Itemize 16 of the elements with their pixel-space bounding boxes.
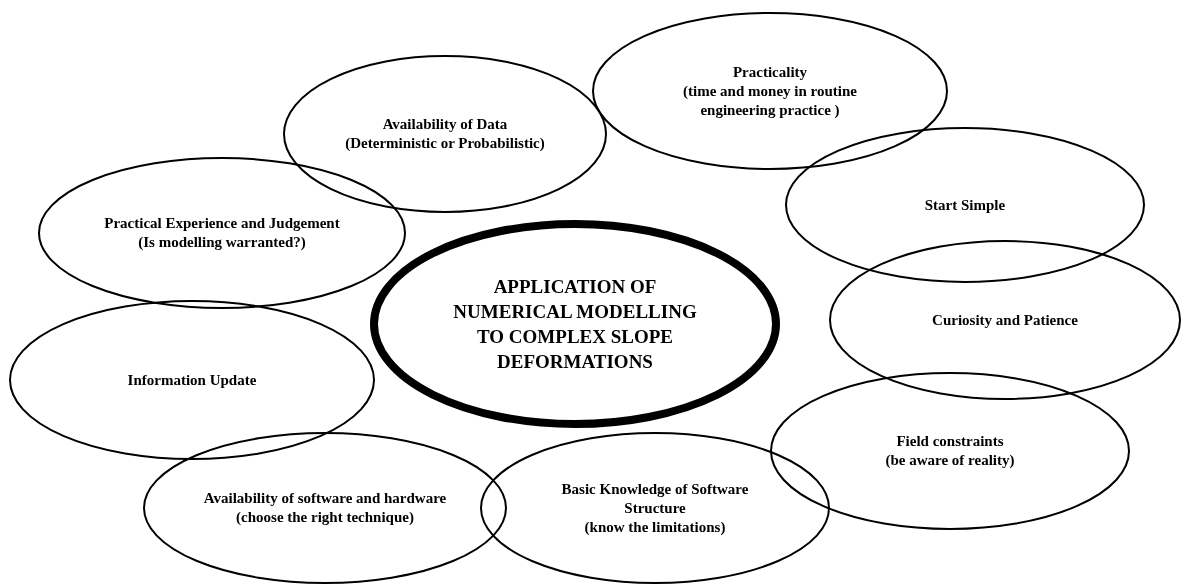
factor-heading: Availability of Data bbox=[382, 115, 508, 134]
factor-note: (Deterministic or Probabilistic) bbox=[345, 134, 545, 153]
factor-note: (time and money in routine engineering practice ) bbox=[682, 81, 858, 120]
factor-note: (choose the right technique) bbox=[236, 508, 414, 527]
factor-note: (know the limitations) bbox=[584, 517, 726, 537]
factor-note: (be aware of reality) bbox=[885, 451, 1015, 470]
factor-heading: Practical Experience and Judgement bbox=[104, 214, 340, 233]
factor-heading: Basic Knowledge of Software Structure bbox=[560, 479, 750, 518]
factor-heading: Practicality bbox=[732, 62, 808, 82]
factor-heading: Start Simple bbox=[924, 195, 1006, 215]
factor-heading: Curiosity and Patience bbox=[932, 310, 1078, 330]
central-title: APPLICATION OF NUMERICAL MODELLING TO COMPLEX SLOPE DEFORMATIONS bbox=[452, 275, 698, 374]
factor-note: (Is modelling warranted?) bbox=[138, 233, 306, 252]
factor-heading: Information Update bbox=[127, 370, 257, 390]
factor-heading: Availability of software and hardware bbox=[203, 489, 447, 508]
factor-heading: Field constraints bbox=[896, 432, 1004, 451]
